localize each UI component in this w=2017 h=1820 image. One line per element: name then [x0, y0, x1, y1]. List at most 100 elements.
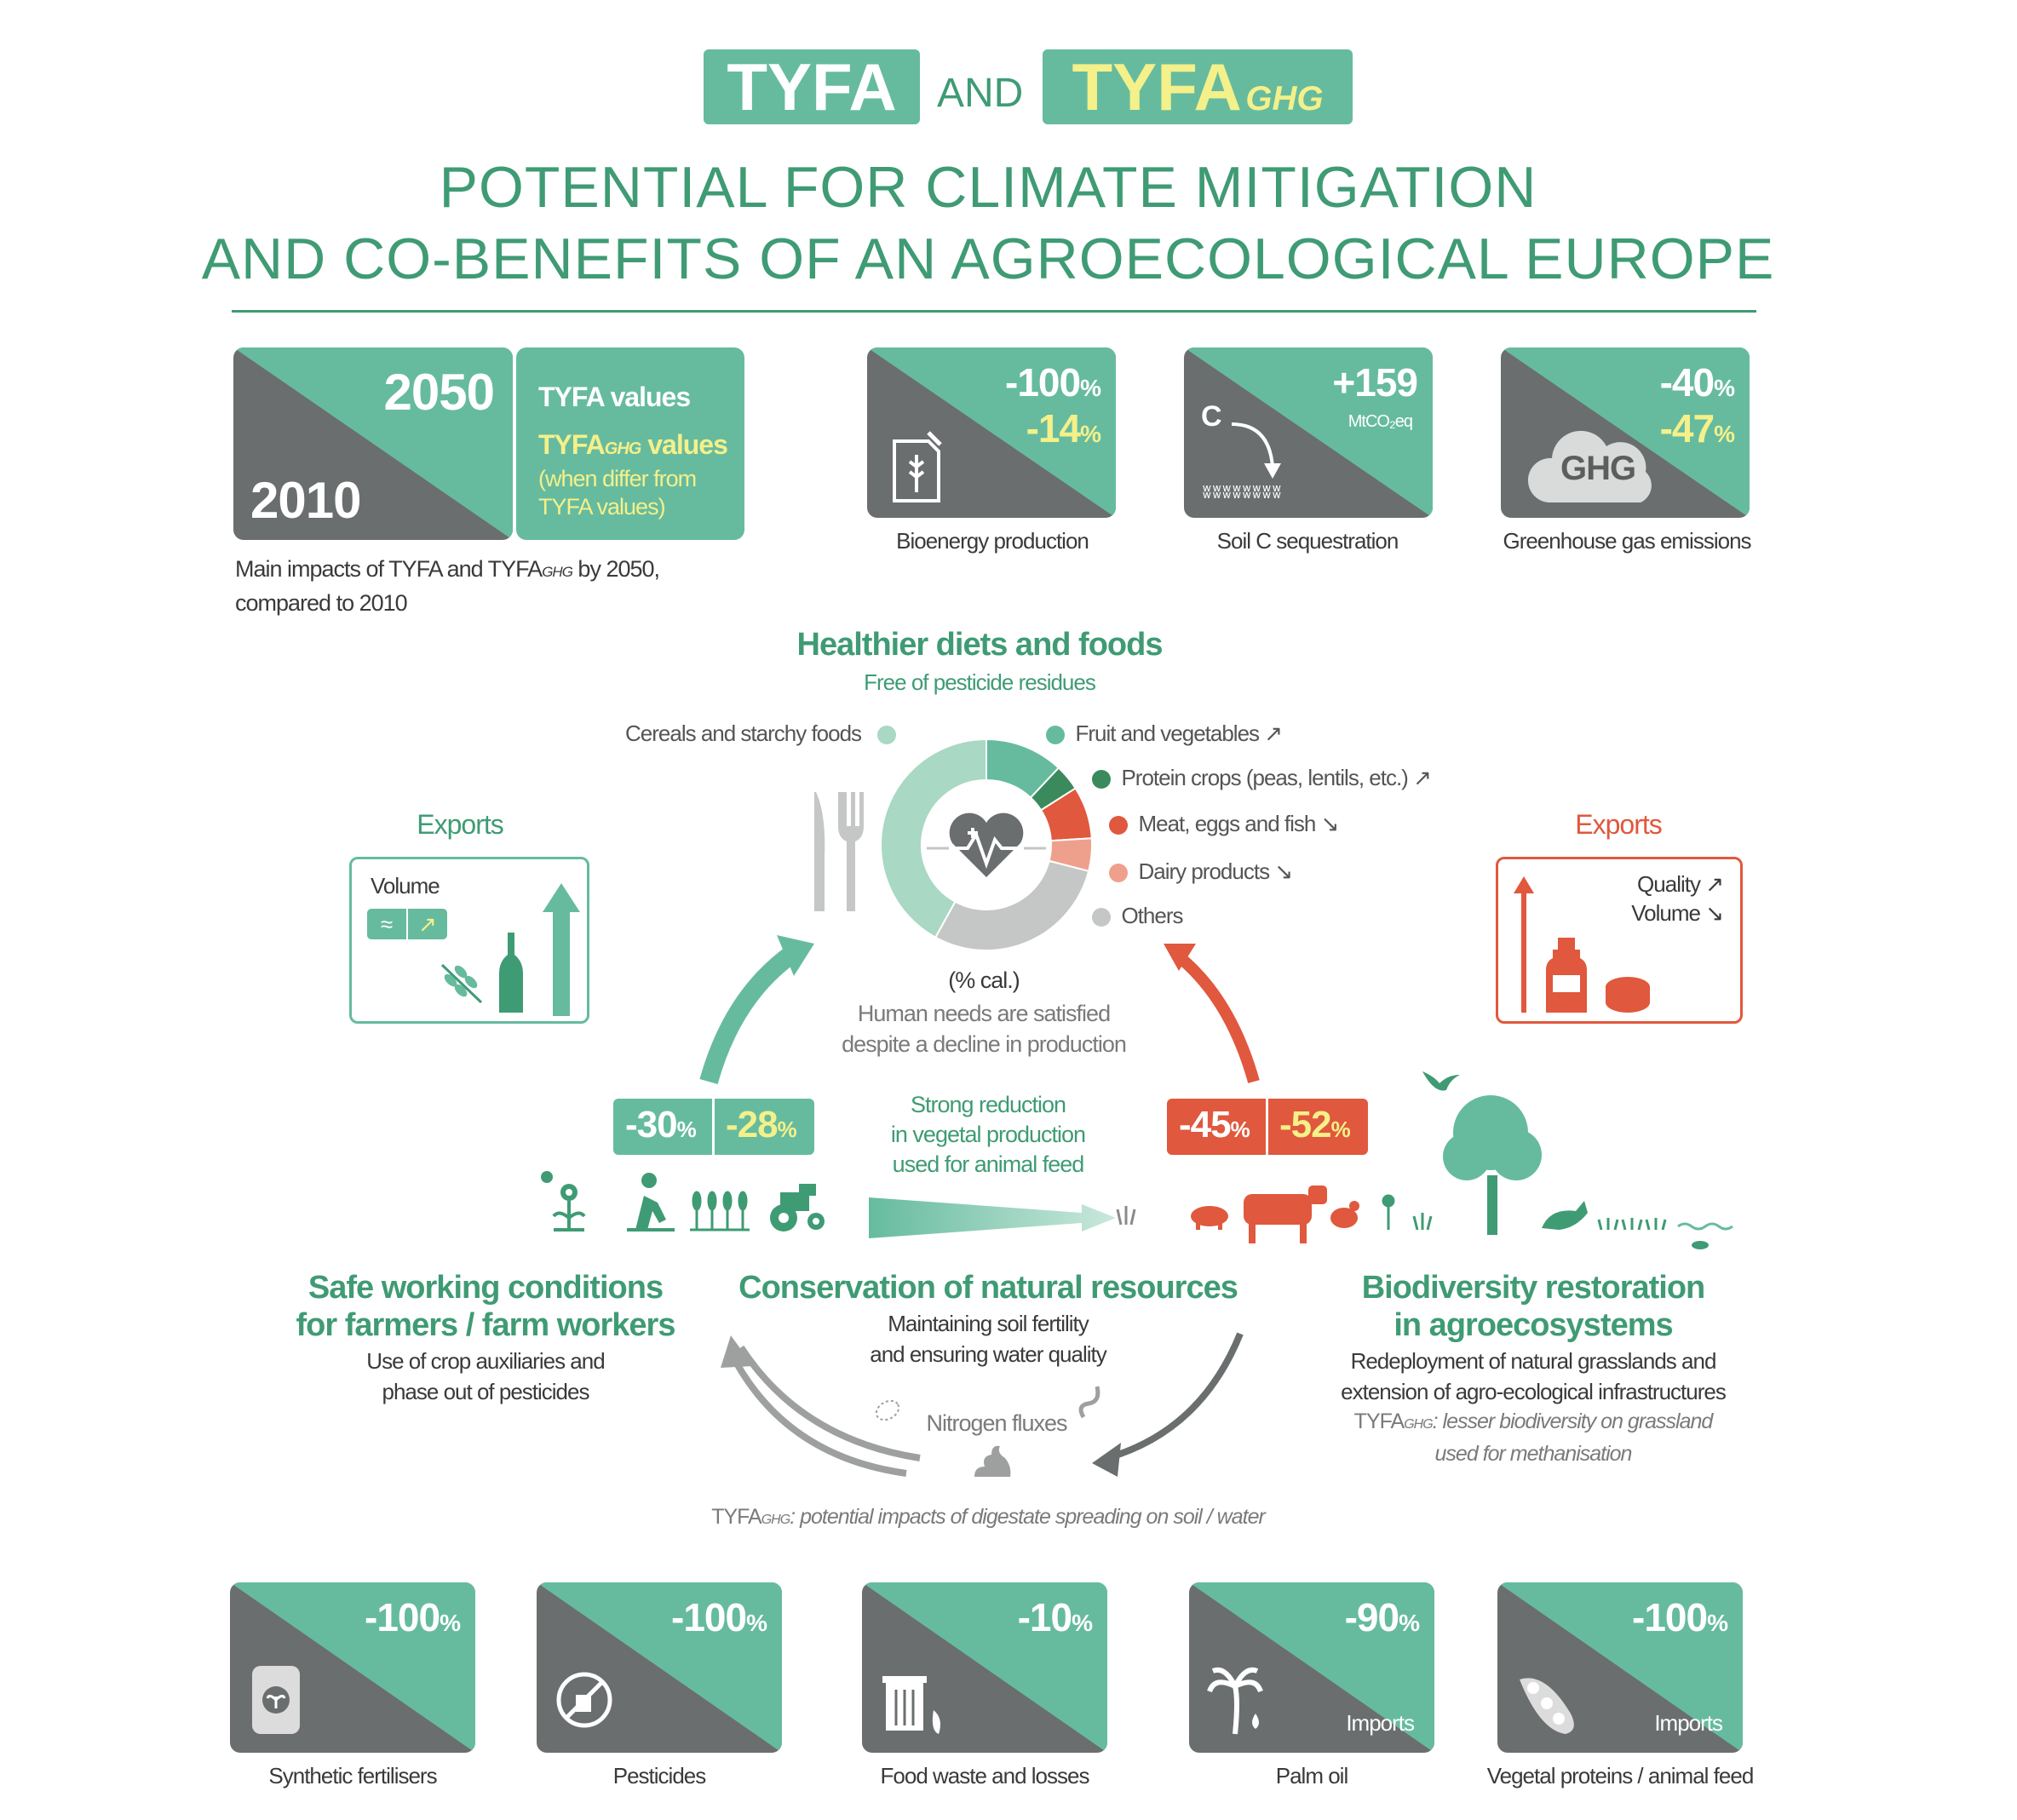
approx-badge: ≈ — [367, 909, 406, 939]
water-fish-icon — [1677, 1222, 1733, 1249]
legend-cereals: Cereals and starchy foods — [625, 721, 896, 747]
cloud-label: GHG — [1560, 450, 1636, 487]
badge-divider — [1266, 1099, 1268, 1155]
exports-up-arrow-icon — [543, 883, 580, 1016]
no-pesticide-icon — [556, 1672, 612, 1728]
grass-icon: ʬʬʬʬʬʬʬʬ — [1203, 484, 1283, 502]
ghg-caption: Greenhouse gas emissions — [1503, 528, 1751, 554]
legend-others: Others — [1092, 903, 1183, 929]
legend-protein-crops: Protein crops (peas, lentils, etc.) ↗ — [1092, 765, 1432, 791]
title-divider — [232, 310, 1756, 313]
tyfaghg-values-label: TYFAGHG values — [538, 429, 728, 460]
bioenergy-tyfa-value: -100% — [1005, 360, 1101, 405]
wheat-icon — [440, 963, 483, 1004]
carbon-down-arrow-icon — [1231, 422, 1281, 479]
impact-caption: Pesticides — [612, 1763, 707, 1788]
legend-values-box: TYFA values TYFAGHG values (when differ … — [516, 347, 744, 540]
tyfa-ghg-tag: TYFA GHG — [1043, 49, 1353, 124]
worm-icon — [1078, 1386, 1100, 1419]
ghg-tyfa-value: -40% — [1659, 360, 1735, 405]
cutlery-icon — [814, 792, 864, 911]
grass-small-icon — [1116, 1206, 1136, 1226]
exports-volume-right-label: Volume ↘ — [1631, 900, 1724, 926]
microbe-icon — [875, 1399, 900, 1421]
animal-tyfa-value: -45% — [1179, 1104, 1250, 1145]
exports-left-title: Exports — [417, 809, 503, 840]
impact-value: -100% — [1632, 1595, 1728, 1639]
bioenergy-ghg-value: -14% — [1026, 406, 1101, 451]
animal-change-badge: -45% -52% — [1167, 1099, 1368, 1155]
vegetal-ghg-value: -28% — [726, 1104, 797, 1145]
impact-value: -100% — [365, 1595, 461, 1639]
heart-icon — [927, 812, 1046, 877]
bottle-icon — [499, 933, 523, 1013]
tyfa-ghg-tag-sub: GHG — [1245, 80, 1324, 118]
impact-value: -100% — [671, 1595, 767, 1639]
exports-thin-up-arrow-icon — [1514, 876, 1534, 1013]
legend-caption: Main impacts of TYFA and TYFAGHG by 2050… — [235, 556, 660, 616]
impact-card: -10% — [862, 1582, 1107, 1753]
impact-caption: Synthetic fertilisers — [268, 1763, 437, 1788]
soil-carbon-card: +159 MtCO₂eq C ʬʬʬʬʬʬʬʬ — [1184, 347, 1433, 518]
pig-icon — [1191, 1206, 1228, 1230]
ghg-ghg-value: -47% — [1659, 406, 1735, 451]
farmer-icon — [627, 1173, 675, 1232]
feed-reduction-wedge — [869, 1197, 1116, 1238]
trash-bin-icon — [882, 1676, 940, 1734]
fuel-can-icon — [893, 431, 942, 502]
title-line1: POTENTIAL FOR CLIMATE MITIGATION — [439, 155, 1537, 220]
soil-carbon-caption: Soil C sequestration — [1216, 528, 1399, 554]
soil-carbon-value: +159 — [1332, 360, 1418, 405]
milk-can-icon — [1546, 938, 1587, 1013]
grass-green-icon — [1412, 1213, 1433, 1231]
impact-card: -100% — [537, 1582, 782, 1753]
flower-bee-icon — [541, 1171, 586, 1232]
tyfa-values-label: TYFA values — [538, 382, 691, 412]
impact-caption: Vegetal proteins / animal feed — [1486, 1763, 1755, 1788]
legend-meat: Meat, eggs and fish ↘ — [1109, 811, 1339, 837]
carbon-label: C — [1201, 400, 1222, 433]
palm-tree-icon — [1207, 1667, 1263, 1735]
animal-ghg-value: -52% — [1279, 1104, 1351, 1145]
impact-card: -100%Imports — [1497, 1582, 1743, 1753]
impact-value: -90% — [1344, 1595, 1420, 1639]
soil-carbon-unit: MtCO₂eq — [1348, 412, 1413, 431]
vegetal-change-badge: -30% -28% — [613, 1099, 814, 1155]
up-badge: ↗ — [408, 909, 447, 939]
vegetal-icons-strip — [541, 1171, 825, 1232]
exports-right-title: Exports — [1575, 809, 1662, 840]
impact-caption: Food waste and losses — [880, 1763, 1090, 1788]
manure-icon — [974, 1445, 1011, 1477]
legend-fruit-veg: Fruit and vegetables ↗ — [1046, 721, 1283, 747]
diet-unit: (% cal.) — [948, 967, 1020, 993]
impact-sub-label: Imports — [1346, 1710, 1415, 1736]
exports-left-box: Volume ≈ ↗ — [349, 857, 589, 1024]
tyfaghg-note: (when differ from TYFA values) — [538, 466, 697, 520]
year-2010: 2010 — [250, 472, 361, 529]
tyfa-tag: TYFA — [704, 49, 920, 124]
biodiversity-ghg-note: TYFAGHG: lesser biodiversity on grasslan… — [1353, 1409, 1714, 1466]
conservation-title: Conservation of natural resources — [738, 1270, 1238, 1306]
fertiliser-bag-icon — [252, 1666, 300, 1734]
impact-caption: Palm oil — [1275, 1763, 1348, 1788]
legend-year-card: 2050 2010 — [233, 347, 513, 540]
exports-right-box: Quality ↗ Volume ↘ — [1496, 857, 1743, 1024]
diet-donut-chart — [880, 738, 1093, 951]
and-label: AND — [937, 71, 1024, 116]
impact-card: -100% — [230, 1582, 475, 1753]
crops-icon — [690, 1191, 750, 1232]
fox-icon — [1542, 1201, 1588, 1230]
digestate-note: TYFAGHG: potential impacts of digestate … — [711, 1505, 1266, 1529]
tyfa-ghg-tag-label: TYFA — [1072, 49, 1242, 124]
tyfa-tag-label: TYFA — [727, 49, 897, 124]
impact-card: -90% Imports — [1189, 1582, 1434, 1753]
tree-icon — [1443, 1095, 1542, 1235]
animal-icons-strip — [1116, 1071, 1733, 1249]
bird-icon — [1422, 1071, 1460, 1091]
